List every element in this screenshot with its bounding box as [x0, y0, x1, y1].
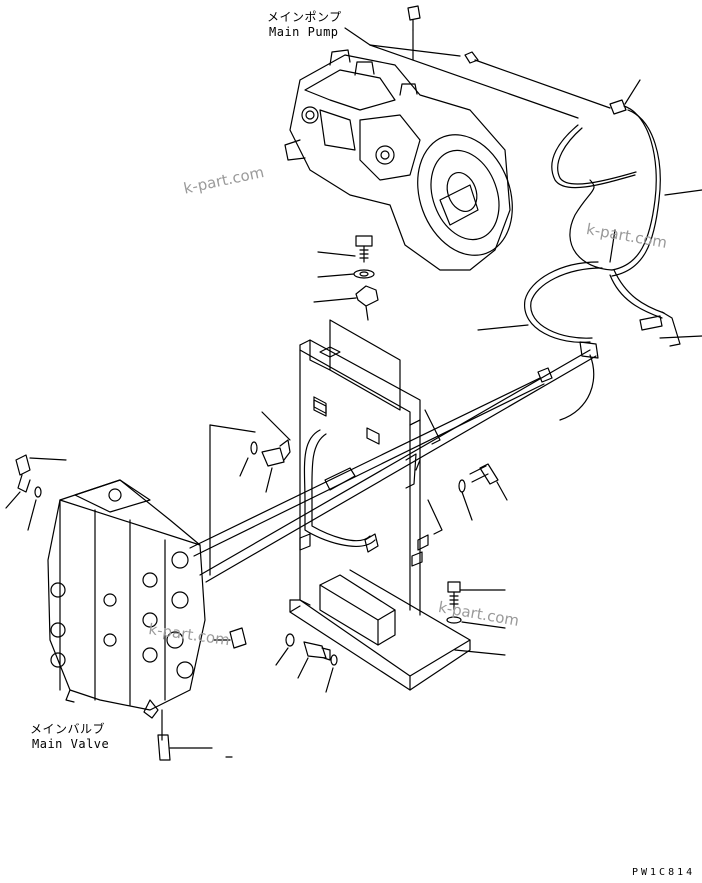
- pressure-hose: [464, 51, 681, 421]
- main-pump-label-jp: メインポンプ: [267, 10, 342, 24]
- main-valve-label-jp: メインバルブ: [30, 722, 106, 736]
- main-pump-assembly: [284, 49, 513, 271]
- drawing-code: PW1C814: [632, 867, 696, 878]
- main-valve-assembly: [47, 479, 206, 741]
- main-pump-label-en: Main Pump: [269, 25, 339, 39]
- valve-stand: [289, 319, 471, 691]
- main-valve-label-en: Main Valve: [32, 737, 110, 751]
- bolt: [355, 235, 373, 263]
